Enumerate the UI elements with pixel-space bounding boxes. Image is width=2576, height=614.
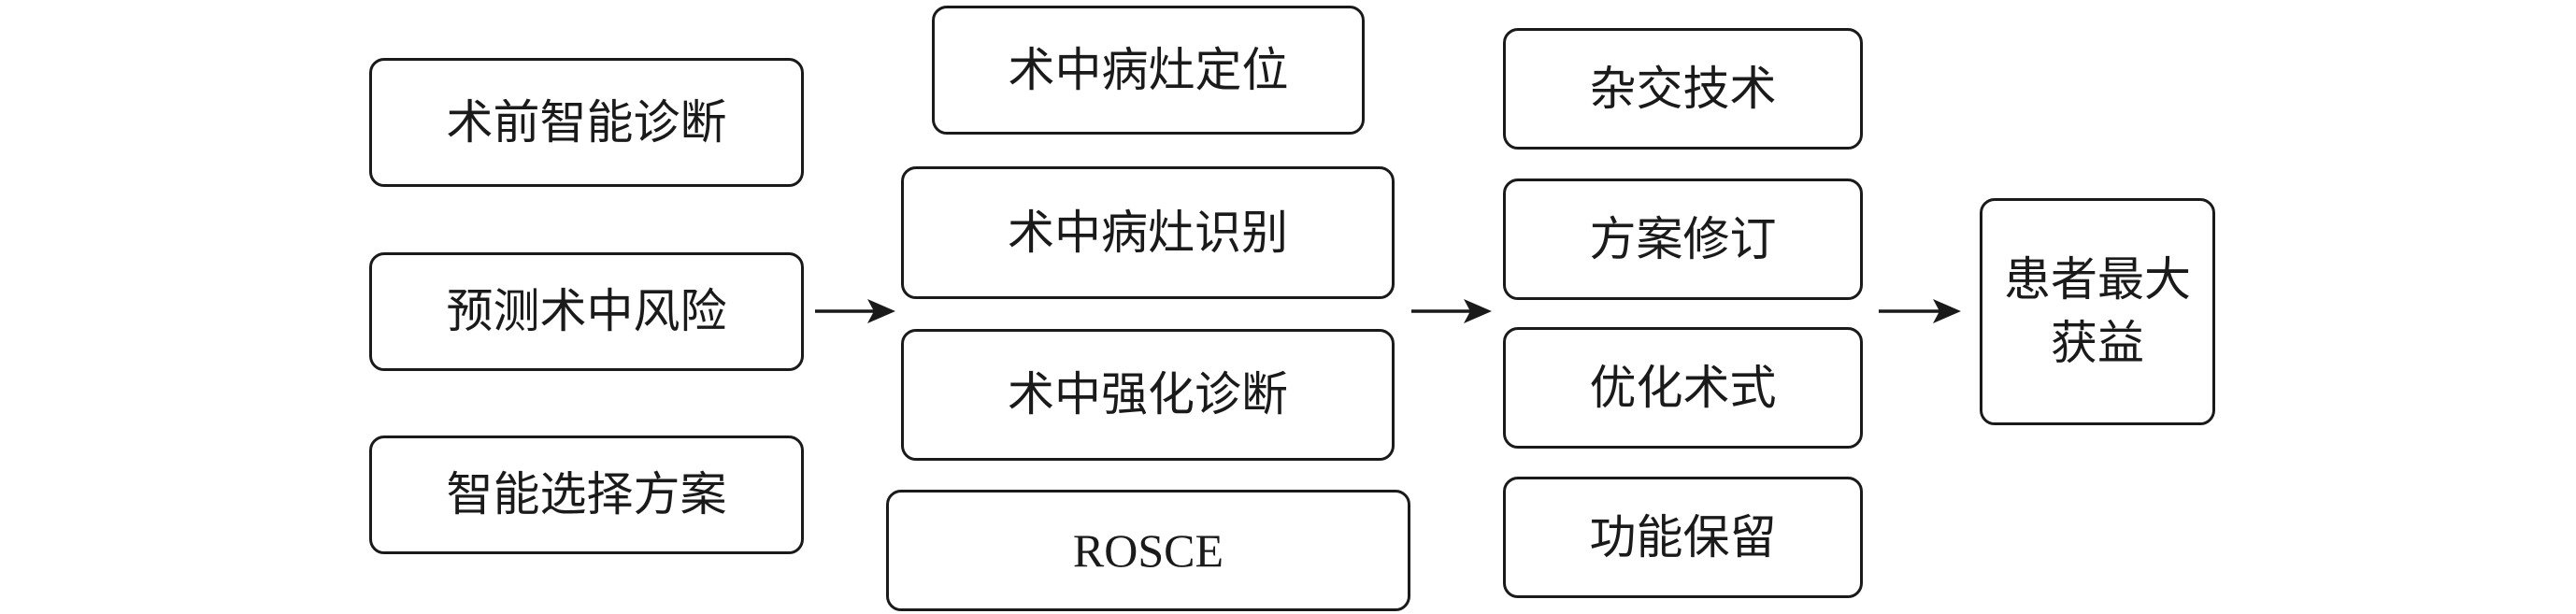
box-plan-revision: 方案修订 [1503,178,1863,300]
box-label: 术中强化诊断 [1008,367,1288,422]
box-predict-intraop-risk: 预测术中风险 [369,252,804,371]
box-label: 功能保留 [1589,509,1777,564]
box-label: 智能选择方案 [446,467,727,522]
box-intraop-enhanced-diagnosis: 术中强化诊断 [901,329,1395,461]
box-label: 方案修订 [1589,211,1777,266]
box-function-preservation: 功能保留 [1503,477,1863,598]
box-label: 杂交技术 [1589,61,1777,116]
arrow-col3-to-col4 [1879,299,1961,323]
box-intraop-lesion-identification: 术中病灶识别 [901,166,1395,299]
arrow-col1-to-col2 [815,299,895,323]
box-hybrid-technique: 杂交技术 [1503,28,1863,150]
box-label: 术中病灶识别 [1008,205,1288,260]
box-label: ROSCE [1072,523,1224,577]
box-intelligent-plan-selection: 智能选择方案 [369,436,804,554]
box-intraop-lesion-localization: 术中病灶定位 [932,6,1365,135]
box-label: 预测术中风险 [446,284,727,339]
box-label: 患者最大获益 [2004,252,2191,370]
box-rosce: ROSCE [886,490,1410,611]
box-label: 术中病灶定位 [1008,42,1289,97]
box-preop-intelligent-diagnosis: 术前智能诊断 [369,58,804,187]
box-label: 术前智能诊断 [446,94,727,150]
box-optimized-procedure: 优化术式 [1503,327,1863,449]
box-maximum-patient-benefit: 患者最大获益 [1980,198,2215,425]
box-label: 优化术式 [1589,360,1777,415]
arrow-col2-to-col3 [1411,299,1492,323]
